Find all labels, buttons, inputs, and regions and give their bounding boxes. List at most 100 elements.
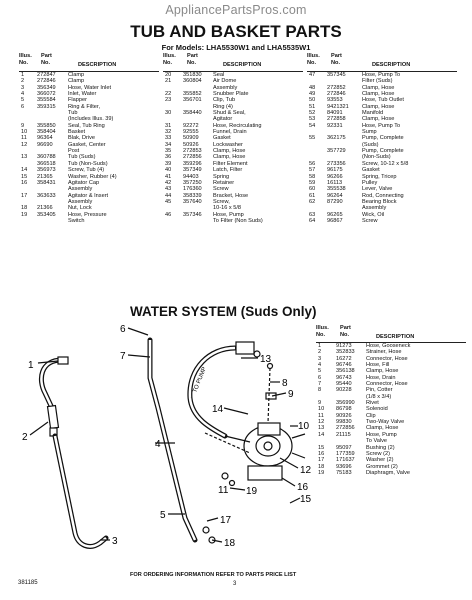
part-no: 96175: [327, 167, 343, 174]
description: Rod, Connecting: [362, 192, 404, 199]
description: Screw,: [213, 198, 230, 205]
illus-no: 14: [21, 167, 28, 174]
part-no: 359315: [37, 103, 56, 110]
description: Sump: [362, 129, 377, 136]
part-no: 96364: [37, 135, 53, 142]
illus-no: 3: [21, 84, 25, 91]
part-no: 99830: [336, 419, 352, 426]
illus-no: 10: [318, 406, 325, 413]
illus-no: 52: [309, 110, 316, 117]
header-cell: No.: [316, 332, 326, 338]
illus-no: 17: [318, 457, 325, 464]
description: Solenoid: [366, 406, 388, 413]
illus-no: 14: [318, 431, 325, 438]
illus-no: 64: [309, 217, 316, 224]
part-no: 96746: [336, 362, 352, 369]
description: Retainer: [213, 179, 235, 186]
table-row: To Valve: [316, 438, 466, 444]
description: 10-16 x 5/8: [213, 205, 241, 212]
description: Screw, 10-12 x 5/8: [362, 160, 409, 167]
header-rule: [163, 71, 303, 72]
description: Agitator & Insert: [68, 192, 109, 199]
illus-no: 20: [165, 72, 172, 78]
part-no: 357640: [183, 198, 202, 205]
illus-no: 40: [165, 167, 172, 174]
part-no: 358440: [183, 110, 202, 117]
description: Basket: [68, 129, 86, 136]
part-no: 9421321: [327, 103, 349, 110]
illus-no: 3: [318, 355, 322, 362]
callout-5: 5: [160, 510, 166, 521]
description: Clip, Tub: [213, 97, 236, 104]
illus-no: 42: [165, 179, 172, 186]
illus-no: 60: [309, 186, 316, 193]
illus-no: 35: [165, 148, 172, 155]
table-row: (1/8 x 3/4): [316, 394, 466, 400]
illus-no: 53: [309, 116, 316, 123]
description: Screw: [213, 186, 229, 193]
description: Hose, Drain: [366, 374, 396, 381]
part-no: 16272: [336, 355, 352, 362]
description: Connector, Hose: [366, 381, 408, 388]
part-no: 357729: [327, 148, 346, 155]
callout-17: 17: [220, 515, 232, 526]
table-row: Assembly: [19, 199, 159, 205]
illus-no: 59: [309, 179, 316, 186]
header-cell: No.: [187, 60, 197, 66]
part-no: 362175: [327, 135, 346, 142]
callout-19: 19: [246, 486, 258, 497]
description: (1/8 x 3/4): [366, 393, 392, 400]
description: Screw (2): [366, 450, 390, 457]
header-cell: DESCRIPTION: [78, 62, 117, 68]
illus-no: 43: [165, 186, 172, 193]
description: Hose, Recirculating: [213, 122, 262, 129]
part-no: 360788: [37, 154, 56, 161]
description: Assembly: [68, 198, 93, 205]
description: Hose, Pump: [366, 431, 397, 438]
illus-no: 47: [309, 72, 316, 78]
callout-16: 16: [297, 482, 309, 493]
description: Clamp, Hose: [362, 91, 395, 98]
description: Manifold: [362, 110, 384, 117]
description: Tub: [68, 110, 78, 117]
part-no: 272858: [327, 116, 346, 123]
description: Bracket, Hose: [213, 192, 249, 199]
illus-no: 57: [309, 167, 316, 174]
description: Ring & Filter,: [68, 103, 101, 110]
header-cell: Part: [331, 53, 342, 59]
description: To Valve: [366, 438, 388, 445]
illus-no: 44: [165, 192, 172, 199]
description: Pump, Complete: [362, 148, 404, 155]
table-row: Assembly: [163, 85, 303, 91]
water-system-title: WATER SYSTEM (Suds Only): [130, 304, 317, 319]
header-cell: Illus.: [316, 325, 329, 331]
description: Shud & Seal,: [213, 110, 246, 117]
part-no: 363633: [37, 192, 56, 199]
part-no: 355850: [37, 122, 56, 129]
illus-no: 2: [21, 78, 25, 85]
table-row: (Suds): [307, 142, 457, 148]
illus-no: 45: [165, 198, 172, 205]
